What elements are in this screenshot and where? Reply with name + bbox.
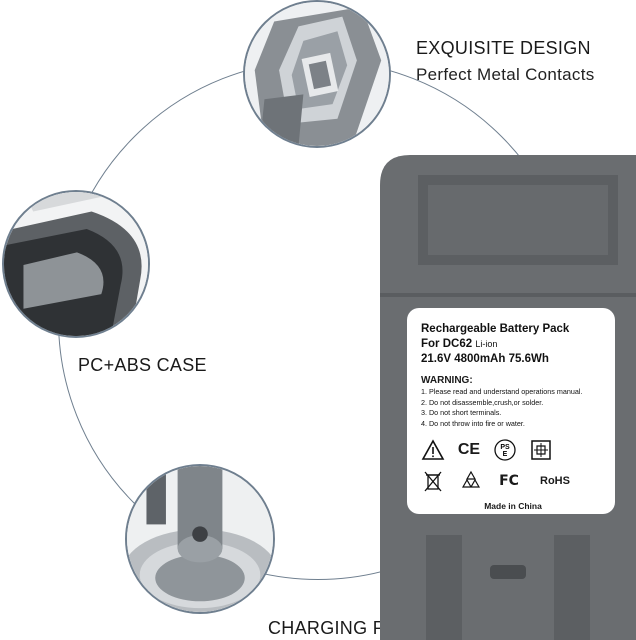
warning-item: 4. Do not throw into fire or water. <box>421 418 525 428</box>
recycle-icon <box>459 469 483 493</box>
rohs-mark-icon: RoHS <box>535 469 575 493</box>
case-illustration <box>4 192 148 336</box>
china-recycle-icon <box>529 438 553 462</box>
charging-port-illustration <box>127 466 273 612</box>
warning-item: 1. Please read and understand operations… <box>421 387 583 396</box>
label-model: For DC62 <box>421 338 473 350</box>
ce-mark-icon: CE <box>457 438 481 462</box>
svg-text:PS: PS <box>500 444 510 451</box>
fcc-mark-icon: FC <box>497 469 521 493</box>
svg-text:E: E <box>503 451 508 458</box>
ce-mark-text: CE <box>457 441 481 458</box>
feature-1-caption: EXQUISITE DESIGN Perfect Metal Contacts <box>416 38 595 85</box>
feature-1-subtitle: Perfect Metal Contacts <box>416 65 595 84</box>
cert-marks-row-2: FC RoHS <box>421 469 605 493</box>
label-model-line: For DC62 Li-ion <box>421 337 605 352</box>
charging-port-detail-photo <box>125 464 275 614</box>
fcc-mark-text: FC <box>499 473 519 489</box>
weee-bin-icon <box>421 469 445 493</box>
contacts-detail-photo <box>243 0 391 148</box>
feature-1-title: EXQUISITE DESIGN <box>416 38 591 58</box>
made-in-label: Made in China <box>484 501 542 511</box>
rohs-mark-text: RoHS <box>540 475 570 487</box>
warning-item: 2. Do not disassemble,crush,or solder. <box>421 397 544 407</box>
warning-item: 3. Do not short terminals. <box>421 408 502 417</box>
feature-2-title: PC+ABS CASE <box>78 355 207 375</box>
case-detail-photo <box>2 190 150 338</box>
label-chemistry: Li-ion <box>475 339 498 349</box>
metal-contacts-illustration <box>245 2 389 146</box>
warning-triangle-icon <box>421 438 445 462</box>
label-specs: 21.6V 4800mAh 75.6Wh <box>421 353 549 365</box>
battery-label: Rechargeable Battery Pack For DC62 Li-io… <box>407 308 615 514</box>
warning-title: WARNING: <box>421 375 473 386</box>
label-product-line: Rechargeable Battery Pack <box>421 323 570 335</box>
